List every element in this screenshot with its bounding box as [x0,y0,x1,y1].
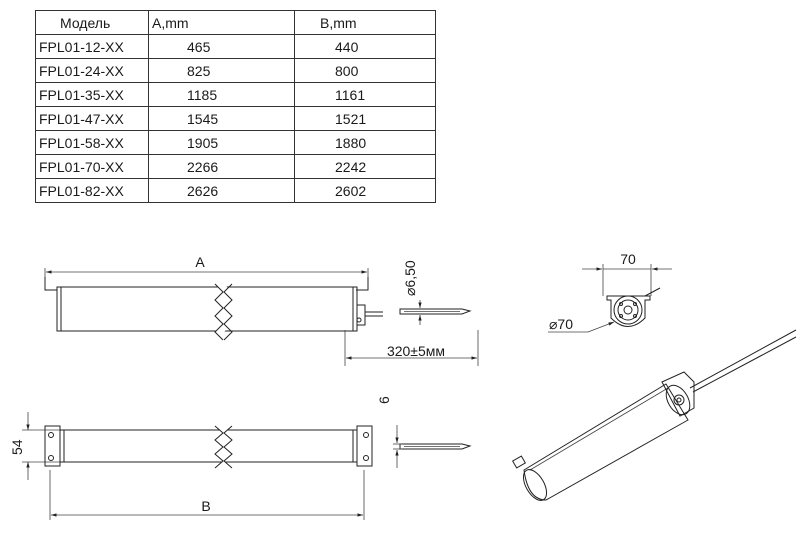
cell-a: 1905 [148,130,295,155]
dimension-a-label: A [195,254,205,270]
bottom-view: 54 6 B [9,396,472,520]
cell-a: 1545 [148,106,295,131]
cable-end-bottom [399,443,472,450]
fixture-iso-body [523,383,689,501]
cell-model: FPL01-12-XX [35,34,149,59]
spec-table: Модель A,mm B,mm FPL01-12-XX 465 440 FPL… [35,10,436,203]
cell-a: 825 [148,58,295,83]
cable-length-label: 320±5мм [387,343,445,359]
dimension-b-label: B [201,498,210,514]
cell-b: 800 [294,58,436,83]
isometric-view [511,329,797,501]
cell-b: 440 [294,34,436,59]
header-model: Модель [35,10,149,35]
cell-b: 1161 [294,82,436,107]
end-bracket [606,295,651,327]
table-row: FPL01-12-XX 465 440 [35,34,436,59]
height-label: 54 [9,439,25,455]
table-row: FPL01-58-XX 1905 1880 [35,130,436,155]
table-row: FPL01-82-XX 2626 2602 [35,178,436,203]
cable-iso [689,329,797,389]
cell-model: FPL01-58-XX [35,130,149,155]
cable-gland [356,304,366,326]
fixture-body-bottom [59,429,358,463]
cell-model: FPL01-47-XX [35,106,149,131]
cell-a: 1185 [148,82,295,107]
cell-model: FPL01-35-XX [35,82,149,107]
cell-b: 2242 [294,154,436,179]
width-70-label: 70 [620,251,636,267]
cell-model: FPL01-82-XX [35,178,149,203]
fixture-body [56,286,358,332]
cell-model: FPL01-24-XX [35,58,149,83]
cell-b: 1521 [294,106,436,131]
diameter-70-label: ⌀70 [549,316,573,332]
slot-label: 6 [376,396,392,404]
table-header-row: Модель A,mm B,mm [35,10,436,35]
table-row: FPL01-70-XX 2266 2242 [35,154,436,179]
end-view: 70 ⌀70 [548,251,672,333]
iso-end-bracket [661,371,695,417]
cable-end [399,308,472,315]
header-a: A,mm [148,10,295,35]
table-row: FPL01-35-XX 1185 1161 [35,82,436,107]
cell-a: 2266 [148,154,295,179]
table-row: FPL01-47-XX 1545 1521 [35,106,436,131]
side-view-top: A ⌀6,50 320±5мм [44,254,479,366]
cell-b: 2602 [294,178,436,203]
table-row: FPL01-24-XX 825 800 [35,58,436,83]
diameter-cable-label: ⌀6,50 [402,260,418,296]
